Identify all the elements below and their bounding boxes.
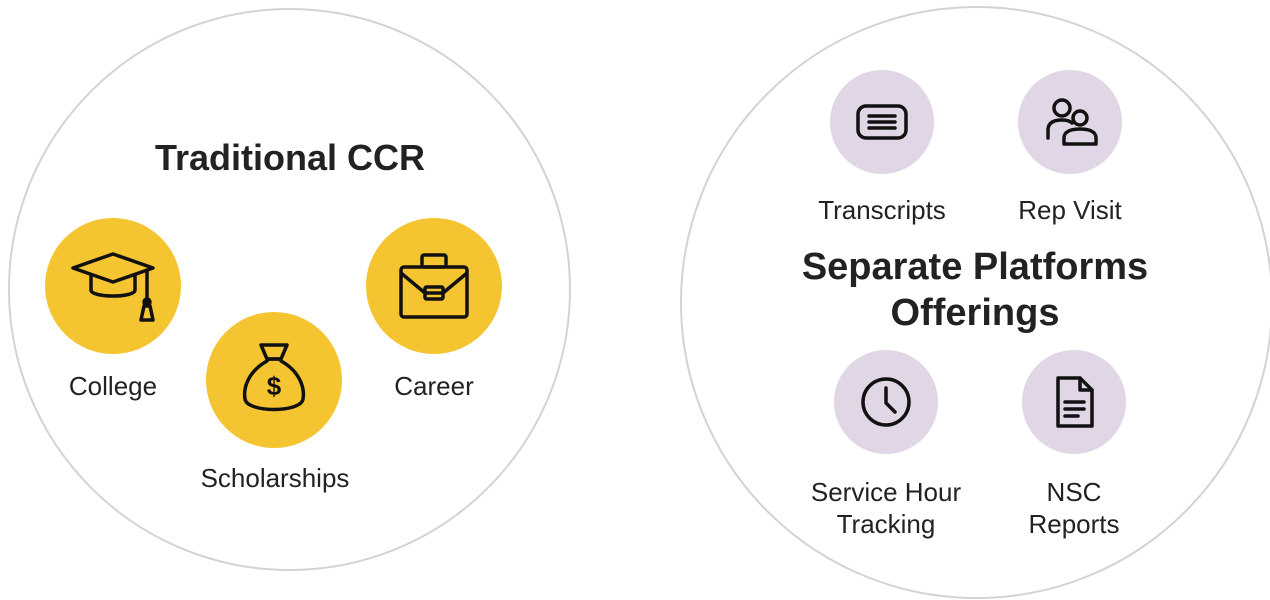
document-icon (1056, 376, 1094, 428)
career-icon-disc (366, 218, 502, 354)
separate-platforms-group (680, 6, 1270, 599)
traditional-ccr-title: Traditional CCR (154, 137, 426, 178)
scholarships-label: Scholarships (200, 463, 350, 493)
money-bag-icon: $ (242, 343, 306, 412)
nsc-reports-label-line2: Reports (1028, 509, 1120, 539)
svg-text:$: $ (267, 371, 282, 401)
transcripts-label: Transcripts (818, 195, 946, 225)
scholarships-icon-disc: $ (206, 312, 342, 448)
service-hour-label: Service Hour Tracking (790, 476, 982, 540)
nsc-reports-icon-disc (1022, 350, 1126, 454)
career-label: Career (394, 371, 474, 401)
clock-icon (861, 377, 911, 427)
separate-platforms-title: Separate Platforms Offerings (740, 244, 1210, 336)
college-label: College (68, 371, 158, 401)
service-hour-icon-disc (834, 350, 938, 454)
rep-visit-icon-disc (1018, 70, 1122, 174)
briefcase-icon (399, 253, 469, 319)
transcript-card-icon (856, 104, 908, 140)
nsc-reports-label: NSC Reports (1000, 476, 1148, 540)
college-icon-disc (45, 218, 181, 354)
nsc-reports-label-line1: NSC (1046, 477, 1102, 507)
rep-visit-label: Rep Visit (1018, 195, 1122, 225)
graduation-cap-icon (71, 252, 155, 322)
transcripts-icon-disc (830, 70, 934, 174)
separate-platforms-title-line1: Separate Platforms (801, 246, 1149, 288)
people-icon (1046, 98, 1098, 146)
service-hour-label-line2: Tracking (836, 509, 936, 539)
separate-platforms-title-line2: Offerings (890, 292, 1060, 334)
service-hour-label-line1: Service Hour (810, 477, 962, 507)
